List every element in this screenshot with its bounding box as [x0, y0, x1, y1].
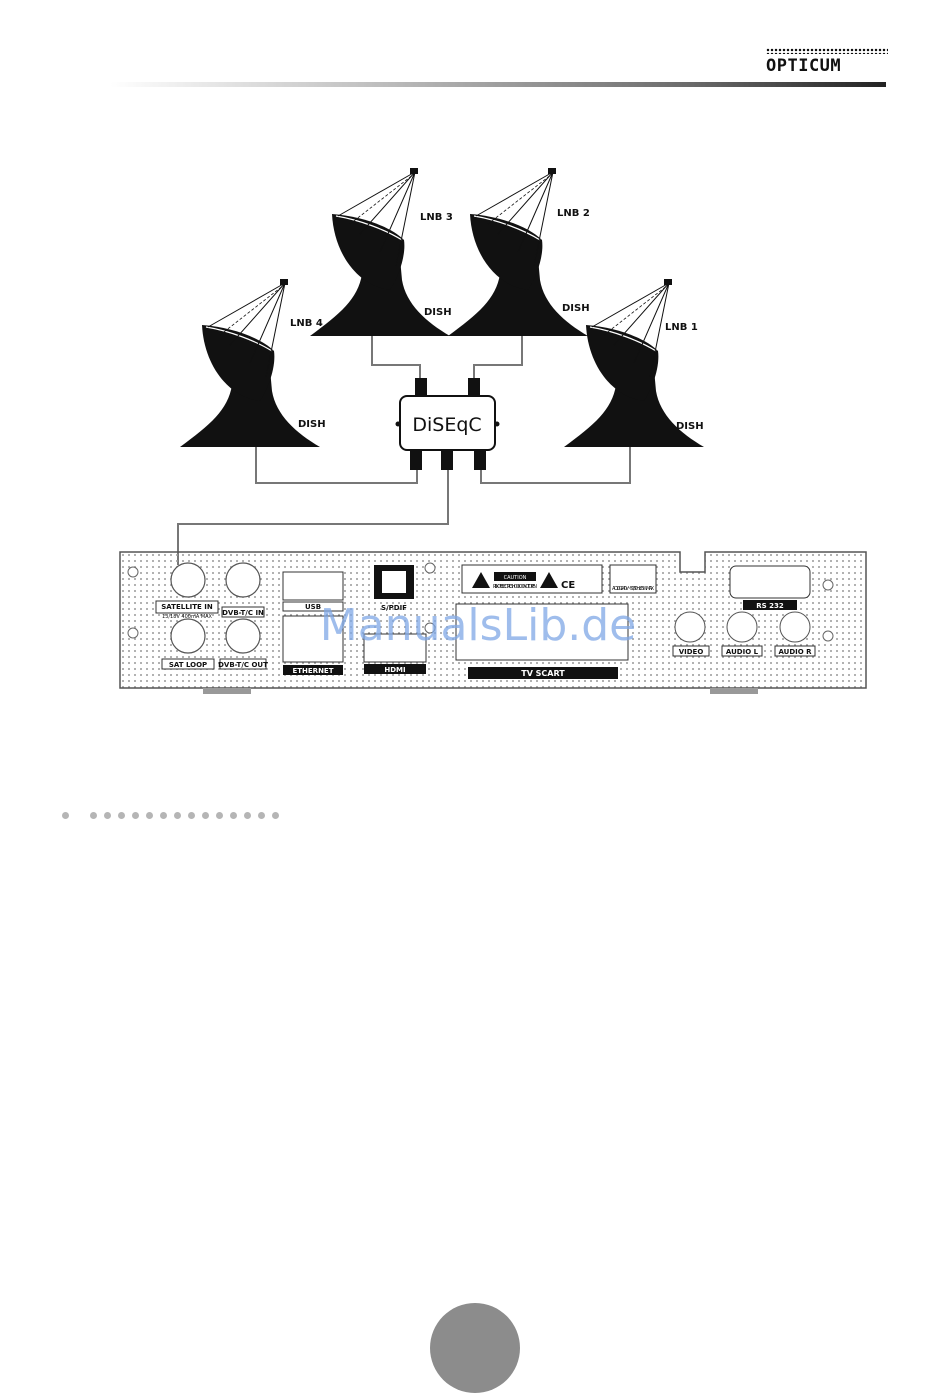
bullet-dot [272, 812, 279, 819]
dvbt-out-connector [226, 619, 260, 653]
power-spec-label: AC 100-240V~ 50/60Hz 25W MAX [612, 586, 655, 592]
dvbt-in-label: DVB-T/C IN [222, 609, 264, 617]
diseqc-label: DiSEqC [412, 414, 481, 436]
diseqc-connection-diagram: LNB 3 LNB 2 LNB 4 LNB 1 DISH DISH DISH D… [0, 0, 950, 1348]
lnb1-label: LNB 1 [665, 322, 698, 333]
bullet-dot [202, 812, 209, 819]
bullet-dot [104, 812, 111, 819]
bullet-dot [174, 812, 181, 819]
bullet-dot [230, 812, 237, 819]
bullet-dot [188, 812, 195, 819]
caution-sublabel: RISK OF ELECTRIC SHOCK DO NOT OPEN [493, 584, 537, 590]
satellite-in-connector [171, 563, 205, 597]
usb-label: USB [305, 603, 321, 611]
ce-mark: CE [561, 580, 575, 591]
usb-port [283, 572, 343, 600]
dvbt-in-connector [226, 563, 260, 597]
bullet-dot [160, 812, 167, 819]
sat-loop-label: SAT LOOP [169, 661, 207, 669]
hdmi-label: HDMI [384, 666, 405, 674]
bullet-dot [132, 812, 139, 819]
dish-label-1: DISH [424, 307, 452, 318]
manualslib-watermark: ManualsLib.de [320, 600, 636, 651]
video-label: VIDEO [679, 648, 704, 656]
video-connector [675, 612, 705, 642]
audio-l-label: AUDIO L [726, 648, 759, 656]
page-number-tab [430, 1303, 520, 1393]
rs232-label: RS 232 [756, 602, 784, 610]
bullet-dot [216, 812, 223, 819]
lnb4-label: LNB 4 [290, 318, 323, 329]
dvbt-out-label: DVB-T/C OUT [218, 661, 268, 669]
ethernet-label: ETHERNET [292, 667, 333, 675]
lnb2-label: LNB 2 [557, 208, 590, 219]
caution-label: CAUTION [504, 575, 527, 581]
lnb3-label: LNB 3 [420, 212, 453, 223]
satellite-in-sublabel: 13/18V 400mA MAX [162, 614, 213, 620]
satellite-in-label: SATELLITE IN [161, 603, 213, 611]
sat-loop-connector [171, 619, 205, 653]
bullet-dot [258, 812, 265, 819]
audio-r-connector [780, 612, 810, 642]
dish-label-4: DISH [676, 421, 704, 432]
tv-scart-label: TV SCART [521, 669, 565, 678]
bullet-dot [62, 812, 69, 819]
dish-label-3: DISH [298, 419, 326, 430]
audio-r-label: AUDIO R [778, 648, 812, 656]
bullet-dot [118, 812, 125, 819]
bullet-divider [62, 812, 302, 822]
rs232-port [730, 566, 810, 598]
audio-l-connector [727, 612, 757, 642]
bullet-dot [244, 812, 251, 819]
diseqc-switch: DiSEqC [396, 378, 500, 470]
bullet-dot [146, 812, 153, 819]
bullet-dot [90, 812, 97, 819]
dish-label-2: DISH [562, 303, 590, 314]
